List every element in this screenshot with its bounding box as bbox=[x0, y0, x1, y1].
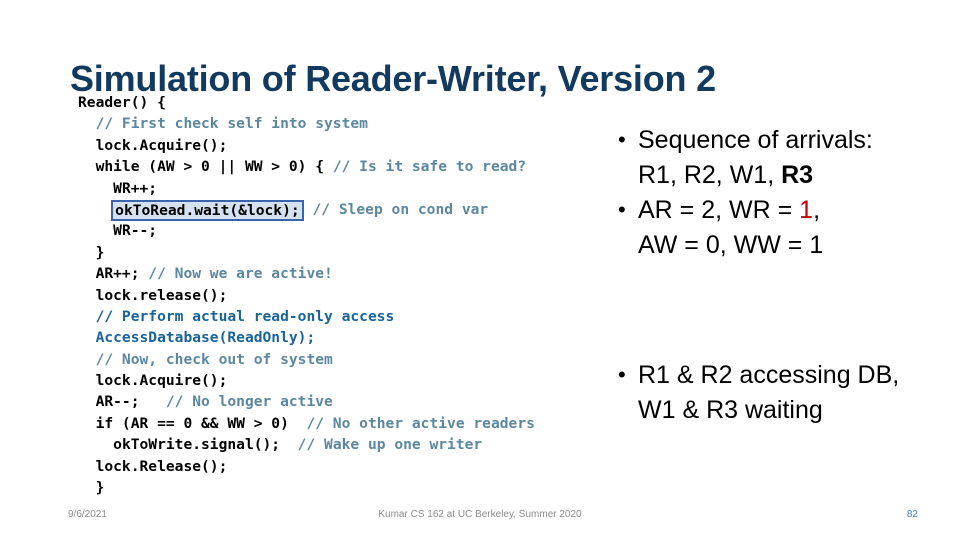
code-block: Reader() { // First check self into syst… bbox=[78, 92, 623, 498]
code-indent bbox=[78, 222, 113, 239]
code-line: lock.Acquire(); bbox=[78, 370, 623, 391]
code-line: while (AW > 0 || WW > 0) { // Is it safe… bbox=[78, 156, 623, 177]
code-indent bbox=[78, 393, 96, 410]
bullet-sequence-of-arrivals: Sequence of arrivals: bbox=[612, 122, 948, 158]
code-comment: // Sleep on cond var bbox=[303, 200, 489, 218]
bullet-group-top: Sequence of arrivals: R1, R2, W1, R3 AR … bbox=[612, 122, 948, 263]
code-line: lock.Release(); bbox=[78, 456, 623, 477]
code-line: AccessDatabase(ReadOnly); bbox=[78, 327, 623, 348]
arrival-current: R3 bbox=[781, 161, 814, 189]
code-text: lock.Acquire(); bbox=[95, 372, 228, 390]
code-line: lock.Acquire(); bbox=[78, 135, 623, 156]
code-indent bbox=[78, 329, 96, 346]
code-indent bbox=[78, 137, 96, 154]
footer-attribution: Kumar CS 162 at UC Berkeley, Summer 2020 bbox=[378, 509, 582, 520]
bullet-label: Sequence of arrivals: bbox=[638, 126, 873, 154]
code-text: AR++; bbox=[95, 265, 149, 283]
code-comment: // Now we are active! bbox=[148, 265, 333, 283]
code-line: if (AR == 0 && WW > 0) // No other activ… bbox=[78, 413, 623, 434]
code-line: WR++; bbox=[78, 178, 623, 199]
code-emphasis-line: AccessDatabase(ReadOnly); bbox=[95, 329, 316, 347]
code-text: AR--; bbox=[95, 393, 166, 411]
code-text: if (AR == 0 && WW > 0) bbox=[95, 414, 307, 432]
code-indent bbox=[78, 415, 96, 432]
code-indent bbox=[78, 244, 96, 261]
code-indent bbox=[78, 265, 96, 282]
code-line: lock.release(); bbox=[78, 285, 623, 306]
code-text: WR++; bbox=[113, 179, 158, 197]
code-text: } bbox=[78, 479, 105, 497]
code-line: } bbox=[78, 242, 623, 263]
code-indent bbox=[78, 115, 96, 132]
code-line: // First check self into system bbox=[78, 113, 623, 134]
code-comment: // Wake up one writer bbox=[297, 436, 483, 454]
code-line: // Perform actual read-only access bbox=[78, 306, 623, 327]
code-text: lock.release(); bbox=[95, 286, 228, 304]
code-line: // Now, check out of system bbox=[78, 349, 623, 370]
page-title: Simulation of Reader-Writer, Version 2 bbox=[70, 58, 716, 99]
code-text: lock.Release(); bbox=[95, 457, 228, 475]
waiting-status: W1 & R3 waiting bbox=[638, 396, 823, 424]
bullet-group-bottom: R1 & R2 accessing DB, W1 & R3 waiting bbox=[612, 357, 958, 428]
code-text: WR--; bbox=[113, 222, 158, 240]
code-text: while (AW > 0 || WW > 0) { bbox=[95, 158, 333, 176]
code-line: okToRead.wait(&lock); // Sleep on cond v… bbox=[78, 199, 623, 221]
code-line: } bbox=[78, 477, 623, 498]
code-indent bbox=[78, 180, 113, 197]
code-comment: // Is it safe to read? bbox=[332, 158, 527, 176]
counter-wr-value: 1 bbox=[799, 196, 814, 224]
code-text: } bbox=[95, 243, 105, 261]
code-line: WR--; bbox=[78, 220, 623, 241]
counter-suffix: , bbox=[813, 196, 821, 224]
code-comment: // No longer active bbox=[165, 393, 333, 411]
code-text: lock.Acquire(); bbox=[95, 136, 228, 154]
bullet-sequence-continuation: R1, R2, W1, R3 bbox=[612, 158, 948, 193]
code-line: AR--; // No longer active bbox=[78, 391, 623, 412]
highlighted-statement[interactable]: okToRead.wait(&lock); bbox=[111, 199, 304, 221]
code-text: Reader() { bbox=[78, 94, 166, 111]
code-indent bbox=[78, 201, 113, 218]
code-indent bbox=[78, 458, 96, 475]
code-indent bbox=[78, 158, 96, 175]
arrival-list: R1, R2, W1, bbox=[638, 161, 782, 189]
code-indent bbox=[78, 308, 96, 325]
code-line: Reader() { bbox=[78, 92, 623, 113]
code-text: okToWrite.signal(); bbox=[113, 436, 298, 454]
access-status-label: R1 & R2 accessing DB, bbox=[638, 361, 900, 389]
code-line: okToWrite.signal(); // Wake up one write… bbox=[78, 434, 623, 455]
footer-date: 9/6/2021 bbox=[68, 509, 107, 520]
code-indent bbox=[78, 351, 96, 368]
code-indent bbox=[78, 287, 96, 304]
code-indent bbox=[78, 372, 96, 389]
code-line: AR++; // Now we are active! bbox=[78, 263, 623, 284]
code-comment: // Now, check out of system bbox=[95, 350, 333, 368]
bullet-counter-state: AR = 2, WR = 1, bbox=[612, 192, 948, 228]
code-indent bbox=[78, 436, 113, 453]
bullet-access-status: R1 & R2 accessing DB, bbox=[612, 357, 958, 393]
code-comment: // First check self into system bbox=[95, 115, 368, 133]
code-emphasis-line: // Perform actual read-only access bbox=[95, 307, 395, 325]
code-comment: // No other active readers bbox=[306, 414, 535, 432]
counter-prefix: AR = 2, WR = bbox=[638, 196, 800, 224]
counter-state-continuation: AW = 0, WW = 1 bbox=[638, 231, 824, 259]
footer-page-number: 82 bbox=[906, 509, 918, 520]
